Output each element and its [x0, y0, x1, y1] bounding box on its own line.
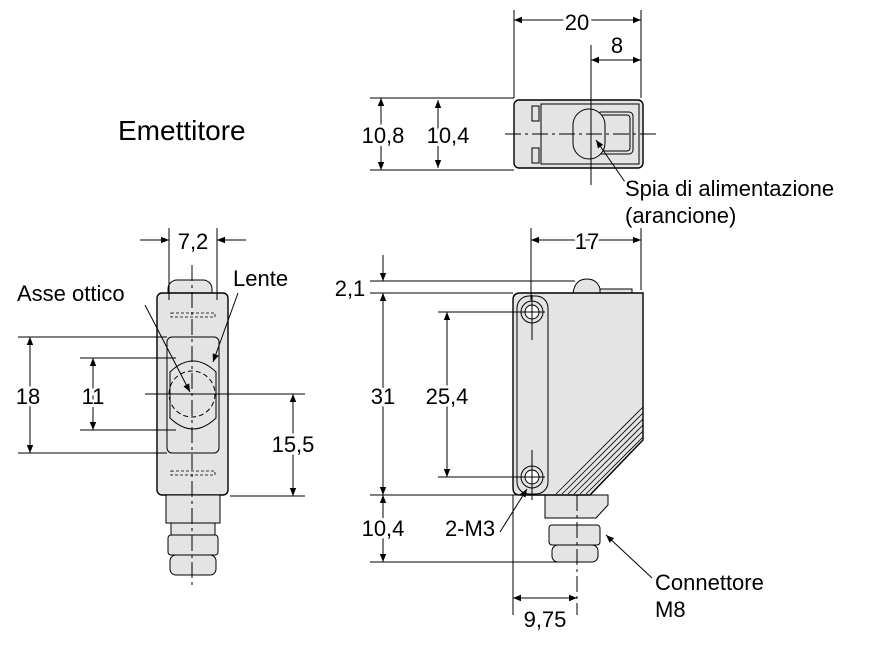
connector-type-label: M8 [655, 597, 686, 622]
dim-front-width: 7,2 [178, 229, 209, 254]
lens-label: Lente [233, 266, 288, 291]
dim-top-offset: 8 [611, 33, 623, 58]
dim-side-10-4: 10,4 [362, 516, 405, 541]
indicator-label-color: (arancione) [625, 203, 736, 228]
indicator-label: Spia di alimentazione [625, 176, 834, 201]
dim-front-18: 18 [16, 384, 40, 409]
screw-label: 2-M3 [445, 516, 495, 541]
top-view: 20 8 10,8 10,4 Spia di alimentazione (ar… [359, 7, 838, 231]
dim-top-width: 20 [565, 10, 589, 35]
dim-side-31: 31 [371, 384, 395, 409]
front-view: 7,2 18 11 15,5 Asse ottico Lente [13, 226, 317, 588]
dim-top-height-outer: 10,8 [362, 123, 405, 148]
optical-axis-label: Asse ottico [17, 281, 125, 306]
dim-side-9-75: 9,75 [524, 607, 567, 632]
side-view: 17 2,1 31 25,4 10,4 9,75 2-M3 Connettore… [332, 226, 767, 635]
dim-side-2-1: 2,1 [335, 276, 366, 301]
dim-top-height-inner: 10,4 [427, 123, 470, 148]
dim-front-15-5: 15,5 [272, 432, 315, 457]
connector-label: Connettore [655, 570, 764, 595]
dim-side-17: 17 [575, 229, 599, 254]
dim-side-25-4: 25,4 [426, 384, 469, 409]
diagram-title: Emettitore [118, 115, 246, 146]
dim-front-11: 11 [82, 384, 105, 409]
